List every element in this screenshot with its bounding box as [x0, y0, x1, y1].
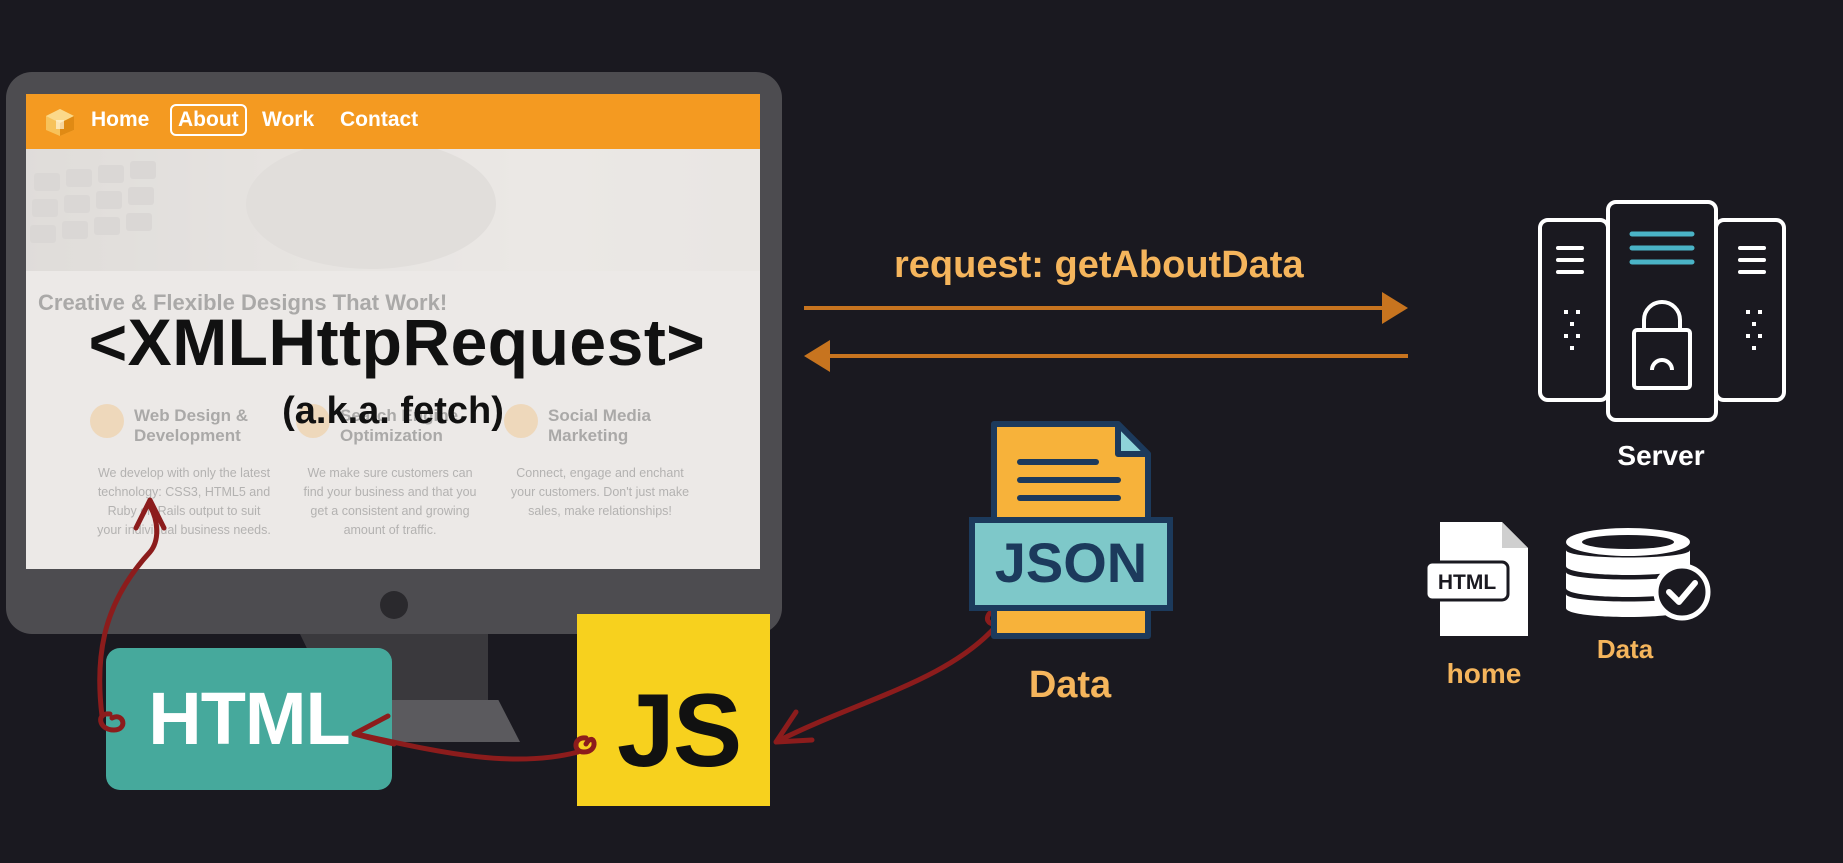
html-document-icon: HTML [1424, 522, 1528, 636]
check-circle-icon [1653, 563, 1711, 621]
service-icon [504, 404, 538, 438]
nav-home-link[interactable]: Home [91, 108, 150, 131]
js-to-html-arrow [351, 713, 597, 762]
html-doc-badge: HTML [1438, 571, 1496, 594]
server-label: Server [1617, 440, 1705, 471]
logo-cube-icon[interactable] [44, 107, 76, 137]
monitor-screen: Home About Work Contact Creative & Flexi… [26, 94, 760, 569]
site-navbar: Home About Work Contact [26, 94, 760, 149]
xhr-subtitle: (a.k.a. fetch) [282, 390, 504, 432]
html-box: HTML [106, 648, 392, 790]
request-label: request: getAboutData [894, 244, 1304, 286]
home-label: home [1446, 658, 1522, 689]
nav-contact-link[interactable]: Contact [340, 108, 419, 131]
server-icon [1538, 200, 1786, 422]
database-icon [1566, 528, 1711, 621]
service-icon [90, 404, 124, 438]
nav-about-link[interactable]: About [170, 104, 247, 136]
html-to-page-arrow [97, 497, 167, 733]
request-arrow [804, 292, 1408, 324]
lock-icon [1632, 300, 1692, 390]
monitor-camera [380, 591, 408, 619]
service-title: Web Design & Development [134, 406, 248, 445]
service-text: Connect, engage and enchant your custome… [510, 466, 690, 518]
service-title: Social Media Marketing [548, 406, 651, 445]
service-title: Search Engine Optimization [340, 406, 459, 445]
json-badge: JSON [995, 531, 1148, 594]
service-icon [296, 404, 330, 438]
xhr-title: <XMLHttpRequest> [88, 305, 706, 379]
js-label: JS [617, 673, 742, 789]
database-label: Data [1596, 634, 1654, 664]
js-box: JS [577, 614, 770, 806]
json-document-icon: JSON [969, 421, 1173, 639]
response-arrow [804, 340, 1408, 372]
service-text: We make sure customers can find your bus… [303, 466, 477, 537]
nav-work-link[interactable]: Work [262, 108, 315, 131]
json-data-label: Data [1028, 664, 1112, 706]
site-headline: Creative & Flexible Designs That Work! [38, 290, 448, 315]
